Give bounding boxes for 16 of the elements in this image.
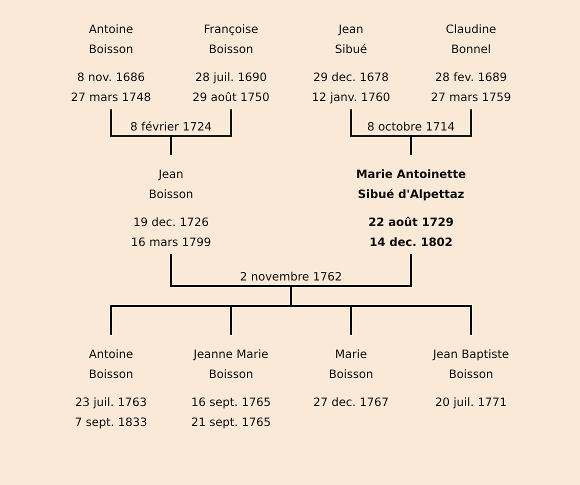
edge-label: 8 octobre 1714 <box>368 122 454 131</box>
connector-line <box>410 109 472 155</box>
person-entry: Antoine Boisson 23 juil. 1763 7 sept. 1833 <box>76 349 146 428</box>
person-entry: Jeanne Marie Boisson 16 sept. 1765 21 sept. 1765 <box>192 349 270 428</box>
connector-line <box>290 254 472 335</box>
person-entry: Jean Baptiste Boisson 20 juil. 1771 <box>432 349 508 408</box>
edge-label: 2 novembre 1762 <box>240 272 341 281</box>
person-entry: Marie Boisson 27 dec. 1767 <box>314 349 388 406</box>
person-entry: Jean Boisson 19 dec. 1726 16 mars 1799 <box>132 170 210 246</box>
person-entry: Marie Antoinette Sibué d'Alpettaz 22 août 1729 14 dec. 1802 <box>357 169 466 246</box>
edge-label: 8 février 1724 <box>131 121 212 131</box>
person-entry: Jean Sibué 29 dec. 1678 12 janv. 1760 <box>313 24 390 104</box>
connector-line <box>170 109 232 155</box>
person-entry: Françoise Boisson 28 juil. 1690 29 août 1750 <box>193 24 269 102</box>
person-entry: Claudine Bonnel 28 fev. 1689 27 mars 1759 <box>432 24 510 102</box>
person-entry: Antoine Boisson 8 nov. 1686 27 mars 1748 <box>72 24 150 102</box>
